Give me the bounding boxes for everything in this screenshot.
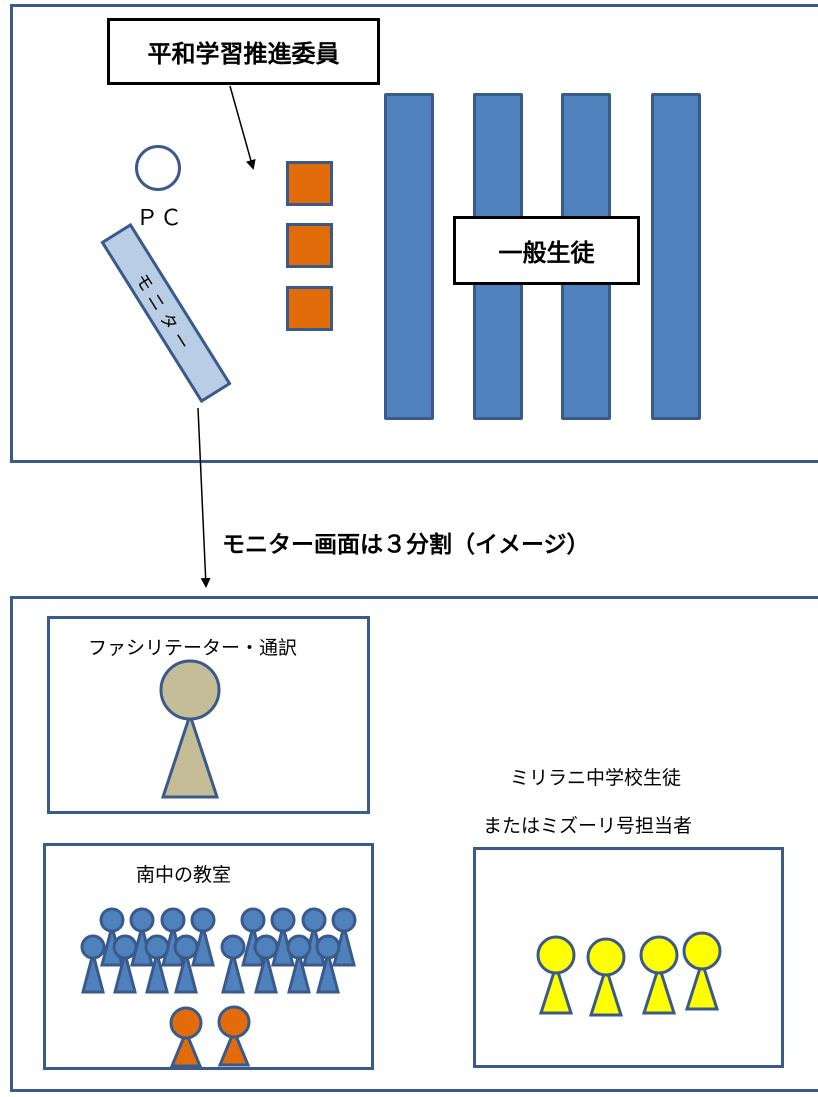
remote-panel [473,847,784,1068]
committee-label: 平和学習推進委員 [147,40,340,68]
committee-seat [286,161,333,206]
remote-student-figure [639,935,679,1015]
student-figure [144,934,170,994]
student-figure [220,934,246,994]
classroom-panel-label: 南中の教室 [136,864,232,886]
remote-student-figure [586,937,626,1017]
student-desk-row [651,93,701,420]
committee-figure [169,1006,203,1068]
committee-label-box: 平和学習推進委員 [107,18,380,85]
committee-seat [286,223,333,268]
remote-label-line1: ミリラニ中学校生徒 [510,767,682,789]
classroom-frame [10,4,818,463]
students-label: 一般生徒 [498,239,595,267]
student-figure [80,934,106,994]
committee-figure [217,1005,251,1067]
classroom-panel [43,843,374,1070]
student-figure [253,934,279,994]
student-figure [112,934,138,994]
monitor-screen-frame [10,596,818,1092]
pc-label: ＰＣ [136,206,185,231]
students-label-box: 一般生徒 [453,216,640,285]
remote-student-figure [536,935,576,1015]
student-figure [286,934,312,994]
facilitator-panel [47,616,370,814]
student-figure [173,934,199,994]
facilitator-label: ファシリテーター・通訳 [88,637,298,659]
remote-label-line2: またはミズーリ号担当者 [483,815,693,837]
student-figure [315,934,341,994]
student-desk-row [384,93,434,420]
pc-icon [135,145,181,191]
monitor-split-caption: モニター画面は３分割（イメージ） [222,532,590,558]
remote-student-figure [682,931,722,1011]
committee-seat [286,286,333,331]
student-figure [270,907,296,967]
